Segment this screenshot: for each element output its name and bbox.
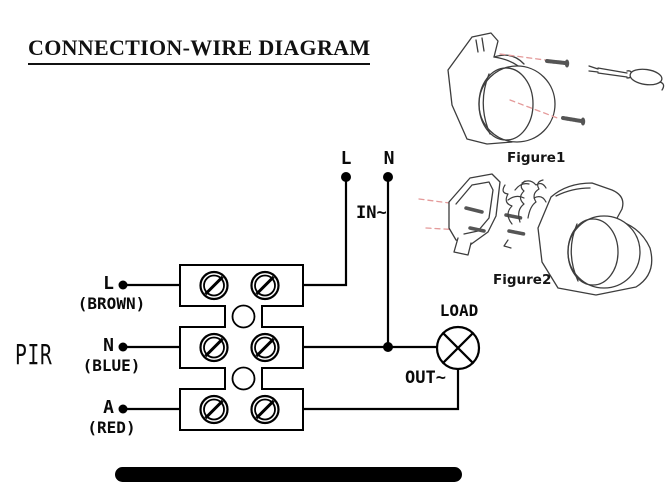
terminal-l-color: (BROWN) <box>77 294 146 313</box>
dot-terminal-n <box>118 342 128 352</box>
screw-icon <box>199 270 229 301</box>
sensor-lens-arc <box>570 223 579 282</box>
sensor-lens-dome <box>567 215 641 289</box>
terminal-l-label: L <box>103 273 114 294</box>
bracket-tab <box>453 237 472 256</box>
screw-icon <box>250 394 280 425</box>
dot-l-top <box>341 172 351 182</box>
terminal-a-label: A <box>103 397 114 418</box>
junction-dot <box>383 342 393 352</box>
screw-icon <box>250 270 280 301</box>
bridge-circle-bottom <box>231 366 256 391</box>
screw-icon <box>199 332 229 363</box>
sensor-lens-arc <box>482 73 491 135</box>
load-label: LOAD <box>439 301 479 320</box>
in-label: IN~ <box>356 203 387 223</box>
out-label: OUT~ <box>405 368 446 388</box>
page-title: CONNECTION-WIRE DIAGRAM <box>28 35 371 66</box>
sensor-lens-dome <box>478 65 556 143</box>
wire-l-input <box>301 175 348 287</box>
terminal-block <box>179 264 304 431</box>
figure1-label: Figure1 <box>507 150 566 166</box>
wire-a-to-lamp <box>301 367 460 411</box>
wire-bundle <box>502 179 547 225</box>
bracket-slot-marks <box>464 206 486 233</box>
screw-icon <box>250 332 280 363</box>
bottom-bar <box>115 467 462 482</box>
terminal-screws <box>199 270 280 425</box>
dot-terminal-a <box>118 404 128 414</box>
sensor-lens-ring <box>478 67 534 141</box>
screw-icon <box>199 394 229 425</box>
pir-label: PIR <box>15 338 53 371</box>
load-lamp-icon <box>435 325 481 371</box>
sensor-top-detail <box>555 187 591 197</box>
line-l-label: L <box>340 148 352 169</box>
sensor-hinge-lines <box>475 37 485 53</box>
leader-lines <box>499 53 561 120</box>
screw-1-icon <box>545 59 570 68</box>
terminal-n-color: (BLUE) <box>82 356 141 375</box>
sensor-lens-ring <box>567 218 619 286</box>
figure2-label: Figure2 <box>493 272 552 288</box>
bridge-circle-top <box>231 304 256 329</box>
terminal-a-color: (RED) <box>87 418 136 437</box>
figure1-illustration <box>447 32 665 145</box>
figure2-illustration <box>418 173 653 296</box>
wiring-schematic <box>118 172 481 431</box>
screw-2-icon <box>561 116 586 126</box>
dot-n-top <box>383 172 393 182</box>
screw-icons <box>503 213 526 249</box>
neutral-n-label: N <box>383 148 395 169</box>
dot-terminal-l <box>118 280 128 290</box>
screwdriver-icon <box>588 65 665 91</box>
connection-dots <box>118 172 393 414</box>
terminal-n-label: N <box>103 335 114 356</box>
